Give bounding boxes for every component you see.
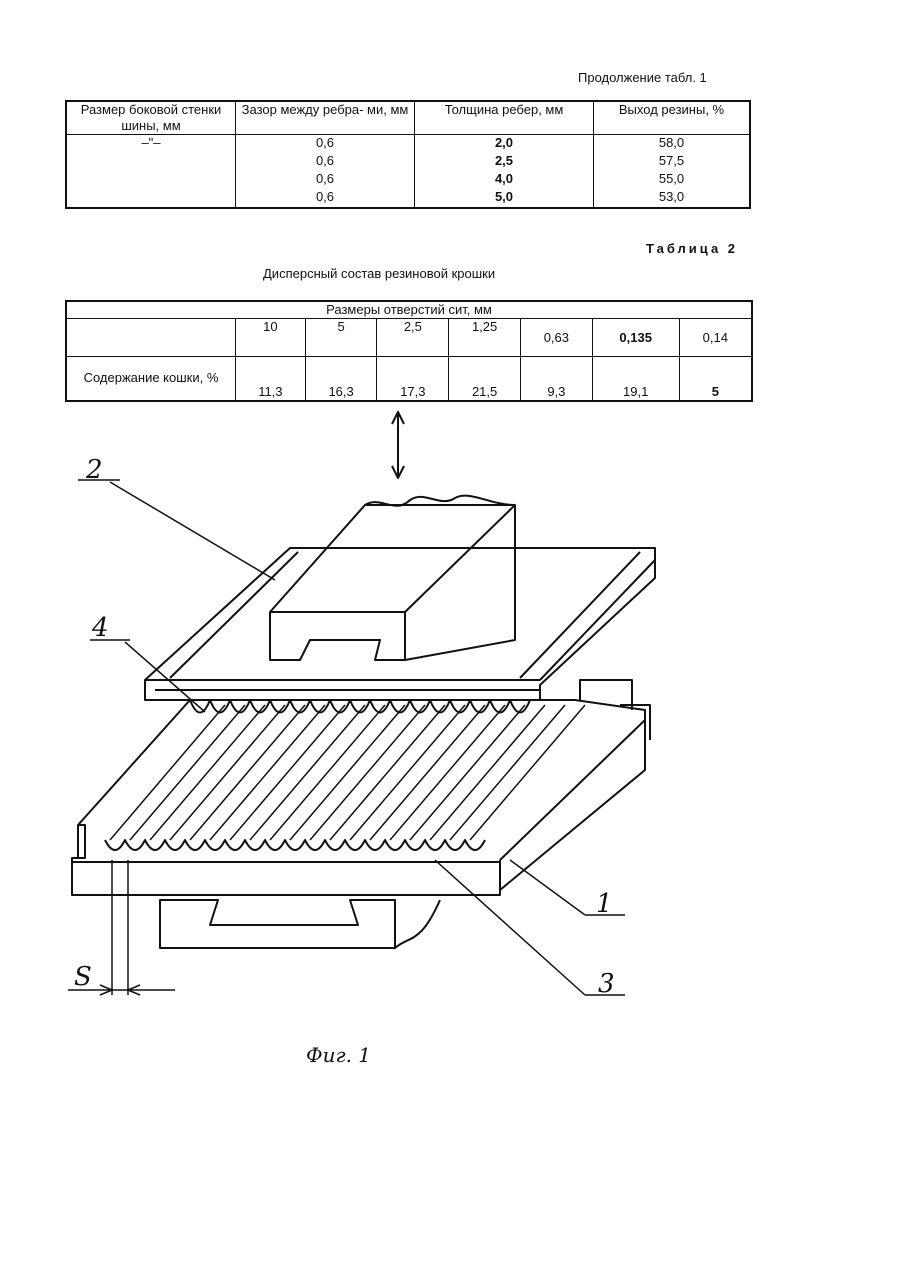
t2-group-header: Размеры отверстий сит, мм	[66, 301, 752, 319]
t2-size-cell: 2,5	[377, 319, 449, 357]
table-cell: 58,0	[594, 135, 751, 154]
table-cell	[66, 153, 236, 171]
t2-row-label: Содержание кошки, %	[66, 357, 236, 401]
table-cell: 5,0	[415, 189, 594, 208]
callout-labels: 2 4 1 3 S	[74, 455, 615, 999]
table-cell: 2,5	[415, 153, 594, 171]
table-row: 0,6 4,0 55,0	[66, 171, 750, 189]
t2-size-cell: 0,135	[592, 319, 679, 357]
table-2-group-row: Размеры отверстий сит, мм	[66, 301, 752, 319]
table-1-header-row: Размер боковой стенки шины, мм Зазор меж…	[66, 101, 750, 135]
table-cell: –"–	[66, 135, 236, 154]
table-cell	[66, 189, 236, 208]
table-cell: 0,6	[236, 153, 415, 171]
t2-empty-cell	[66, 319, 236, 357]
t2-value-cell: 21,5	[449, 357, 521, 401]
t2-value-cell: 5	[679, 357, 752, 401]
table-2-label: Таблица 2	[646, 241, 738, 256]
table-2-caption: Дисперсный состав резиновой крошки	[263, 266, 495, 281]
callout-lines	[68, 480, 625, 995]
table-row: –"– 0,6 2,0 58,0	[66, 135, 750, 154]
t2-value-cell: 17,3	[377, 357, 449, 401]
label-3: 3	[598, 969, 615, 999]
rib-lines	[110, 705, 585, 840]
t2-value-cell: 11,3	[236, 357, 306, 401]
t2-value-cell: 9,3	[520, 357, 592, 401]
table-cell: 2,0	[415, 135, 594, 154]
t2-size-cell: 0,14	[679, 319, 752, 357]
t1-header-thickness: Толщина ребер, мм	[415, 101, 594, 135]
label-4: 4	[91, 613, 109, 643]
continuation-title: Продолжение табл. 1	[578, 70, 707, 85]
t1-header-yield: Выход резины, %	[594, 101, 751, 135]
figure-caption: Фиг. 1	[306, 1043, 371, 1067]
table-cell: 55,0	[594, 171, 751, 189]
table-2: Размеры отверстий сит, мм 10 5 2,5 1,25 …	[65, 300, 753, 402]
t1-header-gap: Зазор между ребра- ми, мм	[236, 101, 415, 135]
figure-1-drawing: 2 4 1 3 S	[0, 400, 901, 1080]
t2-size-cell: 1,25	[449, 319, 521, 357]
table-row: 0,6 5,0 53,0	[66, 189, 750, 208]
t2-value-cell: 19,1	[592, 357, 679, 401]
label-1: 1	[596, 889, 613, 919]
t2-size-cell: 10	[236, 319, 306, 357]
table-cell: 57,5	[594, 153, 751, 171]
upper-holder	[270, 496, 515, 660]
t1-header-size: Размер боковой стенки шины, мм	[66, 101, 236, 135]
table-cell: 0,6	[236, 189, 415, 208]
t2-value-cell: 16,3	[305, 357, 377, 401]
t2-size-cell: 5	[305, 319, 377, 357]
table-2-size-row: 10 5 2,5 1,25 0,63 0,135 0,14	[66, 319, 752, 357]
table-1: Размер боковой стенки шины, мм Зазор меж…	[65, 100, 751, 209]
label-s: S	[74, 962, 92, 992]
table-2-value-row: Содержание кошки, % 11,3 16,3 17,3 21,5 …	[66, 357, 752, 401]
table-cell: 0,6	[236, 135, 415, 154]
table-cell: 0,6	[236, 171, 415, 189]
table-row: 0,6 2,5 57,5	[66, 153, 750, 171]
lower-holder	[160, 900, 440, 948]
motion-arrow	[392, 412, 404, 478]
table-cell: 53,0	[594, 189, 751, 208]
table-cell: 4,0	[415, 171, 594, 189]
t2-size-cell: 0,63	[520, 319, 592, 357]
label-2: 2	[85, 455, 103, 485]
upper-plate	[145, 548, 655, 700]
table-cell	[66, 171, 236, 189]
